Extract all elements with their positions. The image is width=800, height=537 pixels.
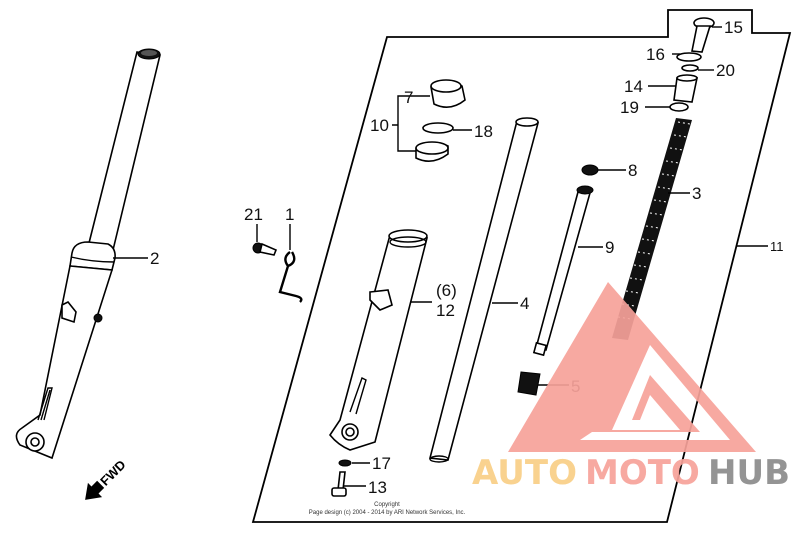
part-1-clip[interactable] — [278, 251, 303, 303]
watermark-text-hub: HUB — [708, 453, 790, 493]
part-18-ring[interactable] — [422, 122, 454, 134]
watermark-logo-icon — [508, 282, 756, 452]
callout-15[interactable]: 15 — [724, 18, 743, 37]
part-12-bottom-case[interactable] — [329, 229, 429, 451]
watermark-text-moto: MOTO — [585, 453, 700, 493]
callout-3[interactable]: 3 — [692, 184, 701, 203]
callout-1[interactable]: 1 — [285, 205, 294, 224]
automotohub-watermark: AUTO MOTO HUB — [472, 282, 790, 493]
callout-9[interactable]: 9 — [605, 238, 614, 257]
callout-21[interactable]: 21 — [244, 205, 263, 224]
callout-12[interactable]: 12 — [436, 301, 455, 320]
part-17-washer[interactable] — [338, 459, 352, 467]
part-4-fork-pipe[interactable] — [428, 117, 540, 463]
part-15-cap-bolt[interactable] — [691, 17, 715, 53]
part-7-dust-seal[interactable] — [430, 79, 466, 108]
callout-19[interactable]: 19 — [620, 98, 639, 117]
callout-6[interactable]: (6) — [436, 281, 457, 300]
callout-8[interactable]: 8 — [628, 161, 637, 180]
callout-16[interactable]: 16 — [646, 45, 665, 64]
callout-18[interactable]: 18 — [474, 122, 493, 141]
copyright-line-1: Copyright — [374, 502, 400, 508]
bracket-10 — [392, 95, 430, 152]
copyright-line-2: Page design (c) 2004 - 2014 by ARI Netwo… — [309, 510, 466, 516]
fwd-label: FWD — [97, 457, 129, 489]
part-19-seat[interactable] — [669, 102, 689, 112]
callout-10[interactable]: 10 — [370, 116, 389, 135]
part-16-o-ring[interactable] — [676, 52, 702, 62]
callout-13[interactable]: 13 — [368, 478, 387, 497]
forward-direction-indicator: FWD — [85, 457, 129, 500]
part-3-fork-spring[interactable] — [612, 118, 692, 340]
callout-14[interactable]: 14 — [624, 77, 643, 96]
callout-17[interactable]: 17 — [372, 454, 391, 473]
part-21-bolt[interactable] — [252, 242, 278, 256]
callout-20[interactable]: 20 — [716, 61, 735, 80]
callout-11[interactable]: 11 — [770, 239, 784, 254]
callout-4[interactable]: 4 — [520, 294, 529, 313]
callout-7[interactable]: 7 — [404, 88, 413, 107]
part-8-piston-ring[interactable] — [581, 164, 599, 176]
assembly-frame — [251, 9, 792, 523]
watermark-text-auto: AUTO — [472, 453, 577, 493]
part-20-washer[interactable] — [681, 64, 699, 72]
fork-assembly-complete[interactable] — [15, 48, 161, 460]
arrow-icon — [85, 480, 105, 500]
callout-2[interactable]: 2 — [150, 249, 159, 268]
part-10-oil-seal[interactable] — [415, 141, 449, 162]
part-5-spring[interactable] — [517, 371, 541, 396]
part-9-damper-rod[interactable] — [532, 185, 594, 357]
part-14-spacer[interactable] — [673, 74, 698, 103]
part-13-drain-bolt[interactable] — [331, 471, 347, 497]
